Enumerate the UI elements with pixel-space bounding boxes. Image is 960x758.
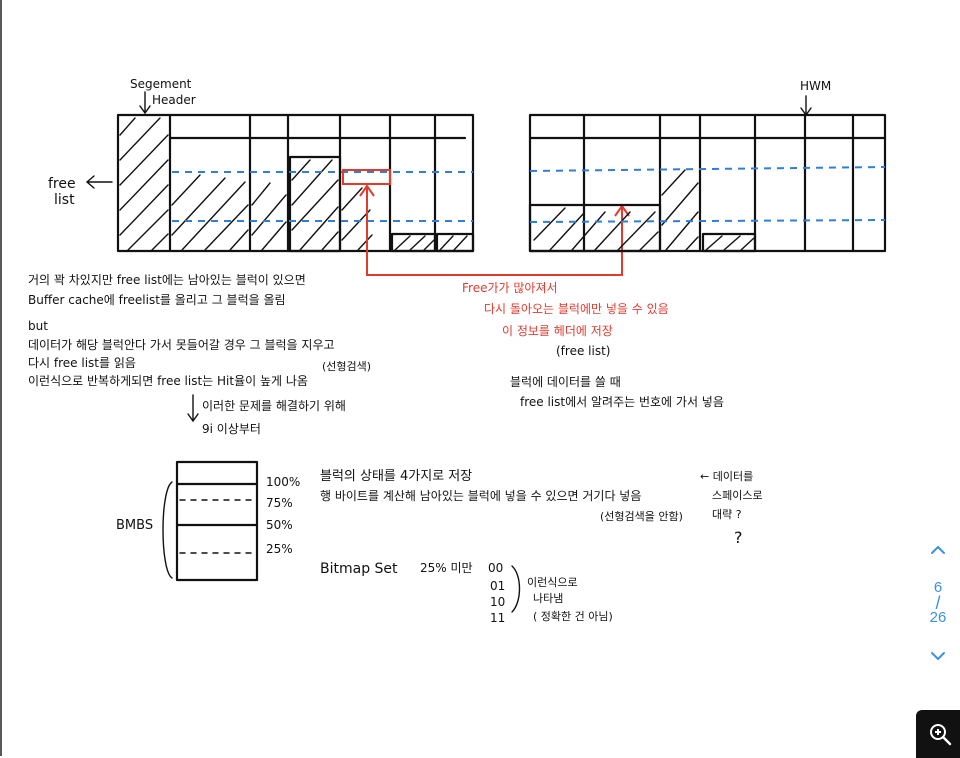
side-note-2: 스페이스로 <box>712 489 763 502</box>
bmbs-diagram: BMBS 100% 75% 50% 25% <box>116 460 300 582</box>
left-notes: 거의 꽉 차있지만 free list에는 남아있는 블럭이 있으면 Buffe… <box>28 273 371 436</box>
current-page: 6 <box>933 579 943 596</box>
chevron-up-icon <box>931 545 945 554</box>
bitmap-code-00: 00 <box>488 561 503 575</box>
down-arrow-icon <box>139 91 151 115</box>
bitmap-note-3: ( 정확한 건 아님) <box>533 610 613 623</box>
note-line-6: 이런식으로 반복하게되면 free list는 Hit율이 높게 나옴 <box>28 374 308 388</box>
left-arrow-icon <box>85 175 113 189</box>
note-line-3: but <box>28 319 48 333</box>
prev-page-button[interactable] <box>916 540 960 560</box>
bitmap-pct: 25% 미만 <box>420 561 473 575</box>
right-block-hatch <box>533 169 757 253</box>
right-segment-diagram: HWM <box>528 79 887 253</box>
red-notes: Free가가 많아져서 다시 돌아오는 블럭에만 넣을 수 있음 이 정보를 헤… <box>462 281 669 358</box>
pct-100: 100% <box>266 475 300 489</box>
total-pages: 26 <box>929 609 947 626</box>
segment-header-label-2: Header <box>152 93 196 107</box>
segment-outline <box>116 113 475 253</box>
note-line-4: 데이터가 해당 블럭안다 가서 못들어갈 경우 그 블럭을 지우고 <box>28 338 335 352</box>
zoom-in-button[interactable] <box>916 710 960 758</box>
right-notes: 블럭에 데이터를 쓸 때 free list에서 알려주는 번호에 가서 넣음 <box>510 375 724 409</box>
red-line-2: 다시 돌아오는 블럭에만 넣을 수 있음 <box>484 302 669 316</box>
bm-line-2-note: (선형검색을 안함) <box>600 510 683 523</box>
bitmap-code-01: 01 <box>490 579 505 593</box>
bitmap-note-1: 이런식으로 <box>527 576 578 589</box>
free-list-label-2: list <box>54 192 75 208</box>
segment-header-label-1: Segement <box>130 77 192 91</box>
bitmap-note-2: 나타냄 <box>533 592 563 605</box>
zoom-in-icon <box>930 724 952 746</box>
block-hatch <box>171 155 475 253</box>
free-list-label-1: free <box>48 176 76 192</box>
pct-50: 50% <box>266 518 293 532</box>
down-arrow-icon <box>187 394 199 423</box>
next-page-button[interactable] <box>916 646 960 666</box>
bitmap-label: Bitmap Set <box>320 561 398 577</box>
chevron-down-icon <box>931 652 945 661</box>
bmbs-label: BMBS <box>116 518 153 533</box>
pct-25: 25% <box>266 542 293 556</box>
side-note-3: 대략 ? <box>712 508 742 521</box>
pct-75: 75% <box>266 496 293 510</box>
bmbs-brace <box>162 481 173 579</box>
red-line-1: Free가가 많아져서 <box>462 281 558 295</box>
note-line-5: 다시 free list를 읽음 <box>28 356 136 370</box>
note-line-8: 9i 이상부터 <box>202 422 261 436</box>
red-line-3: 이 정보를 헤더에 저장 <box>502 324 613 338</box>
left-segment-diagram: Segement Header f <box>48 77 630 276</box>
page-navigator: 6 / 26 <box>916 540 960 666</box>
hwm-label: HWM <box>800 79 831 93</box>
page-separator: / <box>935 593 941 613</box>
bitmap-brace <box>511 565 521 613</box>
header-hatch <box>119 117 169 251</box>
down-arrow-icon <box>800 95 812 117</box>
bm-line-1: 블럭의 상태를 4가지로 저장 <box>320 469 472 484</box>
bitmap-notes: 블럭의 상태를 4가지로 저장 행 바이트를 계산해 남아있는 블럭에 넣을 수… <box>320 469 763 625</box>
bm-line-2: 행 바이트를 계산해 남아있는 블럭에 넣을 수 있으면 거기다 넣음 <box>320 488 641 503</box>
note-line-1: 거의 꽉 차있지만 free list에는 남아있는 블럭이 있으면 <box>28 273 306 287</box>
right-note-2: free list에서 알려주는 번호에 가서 넣음 <box>520 395 724 409</box>
note-line-6-note: (선형검색) <box>322 360 371 373</box>
bitmap-code-11: 11 <box>490 611 505 625</box>
red-line-4: (free list) <box>556 344 610 358</box>
note-line-7: 이러한 문제를 해결하기 위해 <box>202 399 346 413</box>
right-note-1: 블럭에 데이터를 쓸 때 <box>510 375 621 389</box>
bitmap-code-10: 10 <box>490 595 505 609</box>
note-line-2: Buffer cache에 freelist를 올리고 그 블럭을 올림 <box>28 293 286 307</box>
side-note-4: ? <box>734 528 743 547</box>
side-note-1: ← 데이터를 <box>700 470 753 483</box>
